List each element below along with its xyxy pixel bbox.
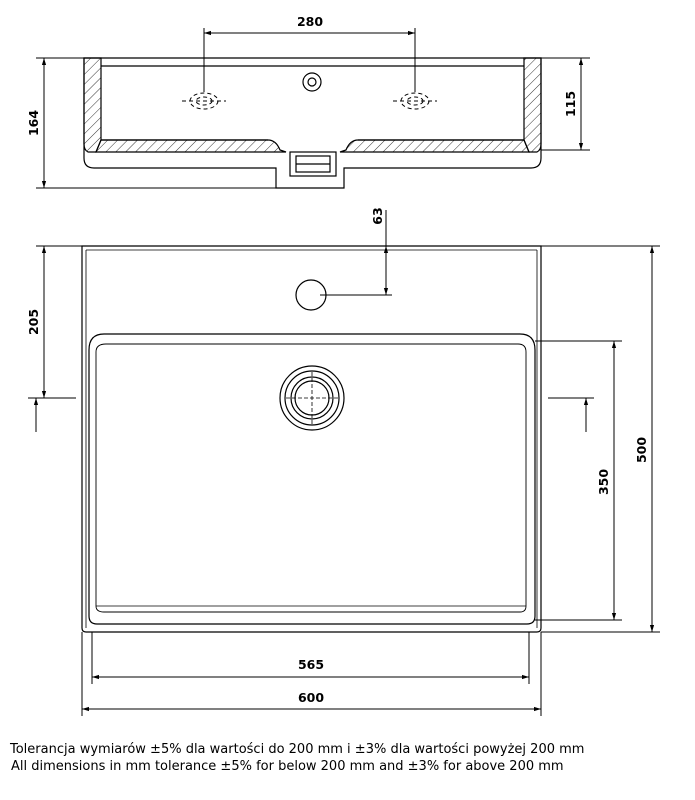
tolerance-notes: Tolerancja wymiarów ±5% dla wartości do …: [10, 741, 690, 775]
dim-tap-hole-offset: 63: [370, 207, 385, 224]
drain-icon: [279, 365, 345, 431]
bowl-inner-outline: [95, 343, 527, 613]
top-dimensions: [28, 210, 660, 716]
dim-hole-spacing: 280: [297, 14, 323, 29]
dim-drain-offset: 205: [26, 309, 41, 335]
outer-rim-outline: [81, 245, 542, 633]
side-tap-hole-icon: [302, 72, 322, 92]
bowl-outline: [88, 333, 536, 625]
dim-side-height: 164: [26, 110, 41, 136]
dim-side-inner-height: 115: [563, 91, 578, 117]
right-wall-section: [523, 57, 542, 153]
top-view: [81, 245, 542, 633]
technical-drawing: 280 164 115: [26, 14, 660, 716]
bottom-section: [95, 139, 287, 153]
dim-outer-width: 600: [298, 690, 324, 705]
tolerance-note-polish: Tolerancja wymiarów ±5% dla wartości do …: [10, 742, 585, 757]
dim-bowl-depth: 350: [596, 469, 611, 495]
drain-section: [289, 151, 337, 177]
side-outer-outline: [83, 57, 542, 189]
dim-bowl-width: 565: [298, 657, 324, 672]
side-dimensions: [36, 28, 590, 189]
tolerance-note-english: All dimensions in mm tolerance ±5% for b…: [11, 759, 564, 774]
left-wall-section: [83, 57, 102, 153]
dim-outer-depth: 500: [634, 437, 649, 463]
side-section-view: [83, 57, 542, 189]
bottom-section-right: [339, 139, 530, 153]
